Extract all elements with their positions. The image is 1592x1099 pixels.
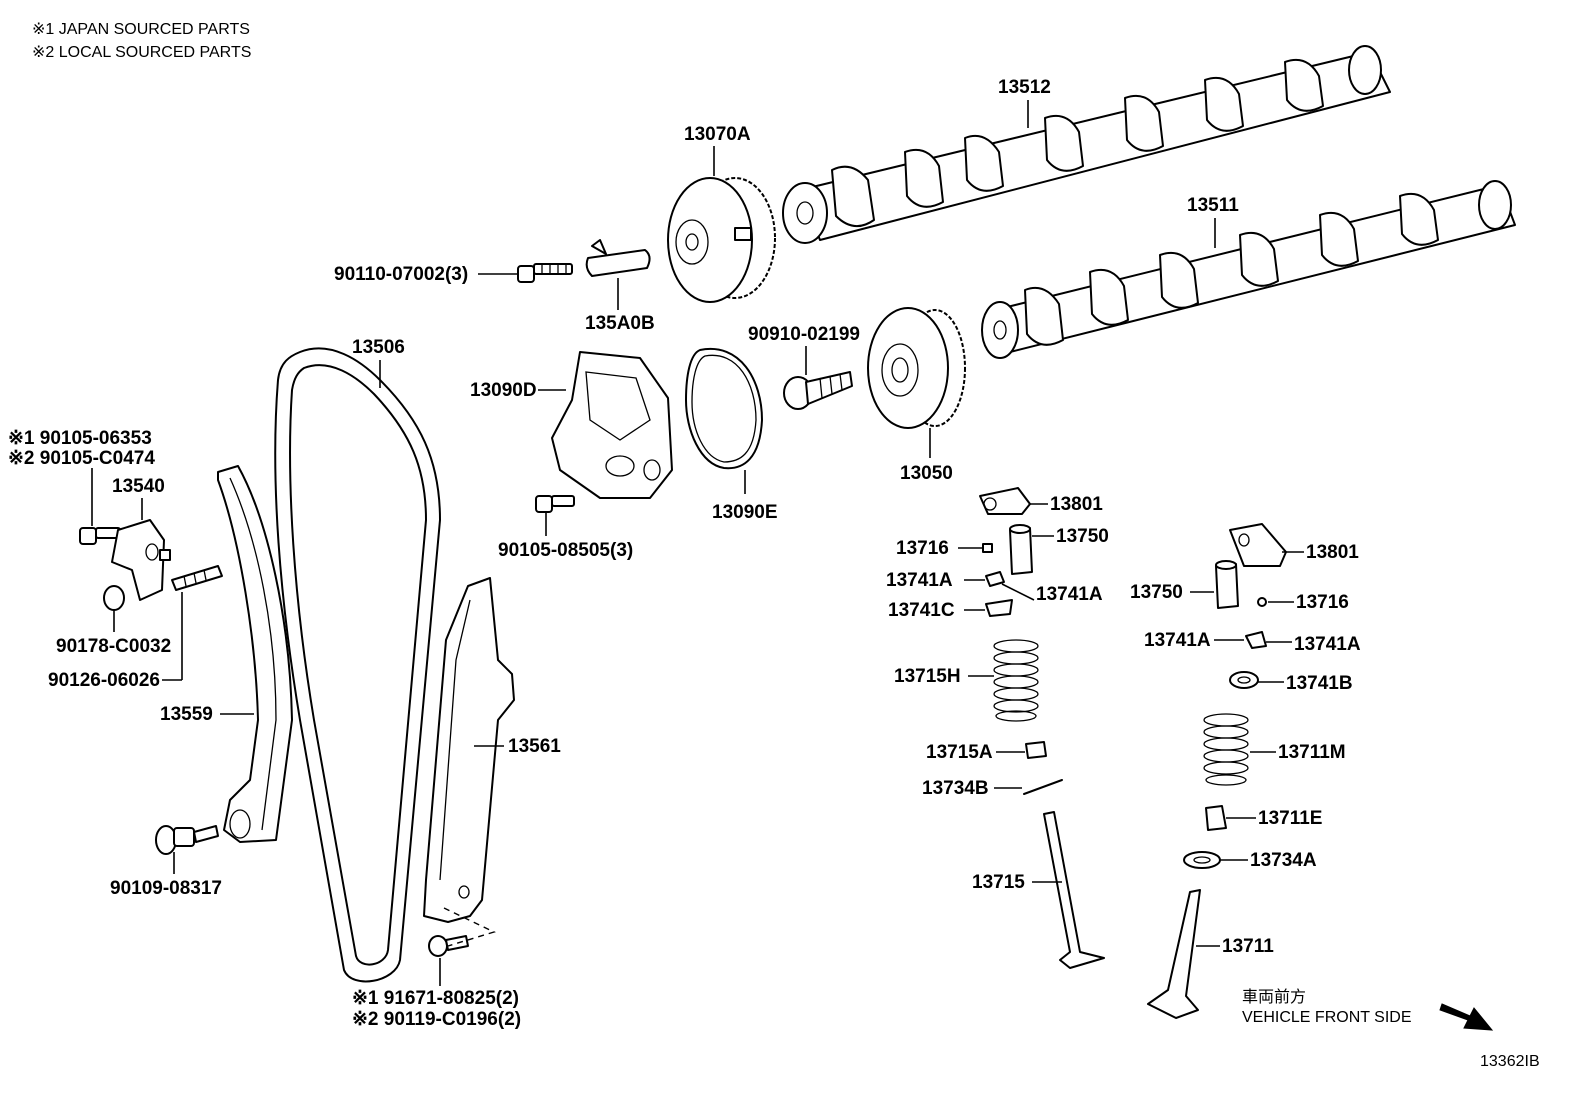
gasket-13090E <box>685 347 763 470</box>
label-13741B: 13741B <box>1286 673 1353 694</box>
label-13561: 13561 <box>508 736 561 757</box>
label-90910-02199: 90910-02199 <box>748 324 860 345</box>
label-13734A: 13734A <box>1250 850 1317 871</box>
bolt-90105-06353 <box>79 527 121 545</box>
bolt-90109-08317 <box>155 825 219 855</box>
vvt-gear-13050 <box>867 307 966 429</box>
camshaft-13512 <box>782 45 1391 244</box>
camshaft-13511 <box>981 180 1516 359</box>
label-90110-07002: 90110-07002(3) <box>334 264 468 285</box>
label-13750-b: 13750 <box>1130 582 1183 603</box>
vehicle-front-jp: 車両前方 <box>1242 988 1306 1006</box>
bolt-90910-02199 <box>783 371 853 410</box>
seal-13715A <box>1025 741 1047 759</box>
label-13711: 13711 <box>1222 936 1274 957</box>
label-13711M: 13711M <box>1278 742 1346 763</box>
chain-guide-13559 <box>217 465 293 843</box>
label-13741A-3: 13741A <box>1144 630 1211 651</box>
timing-chain-13506 <box>274 347 441 983</box>
spring-13711M <box>1203 713 1249 786</box>
seat-13734B <box>1023 779 1063 795</box>
seat-13734A <box>1183 851 1221 869</box>
label-135A0B: 135A0B <box>585 313 655 334</box>
lifter-13750-b <box>1215 560 1239 609</box>
label-13715A: 13715A <box>926 742 993 763</box>
retainer-13741C <box>985 599 1013 617</box>
cover-13090D <box>551 351 673 499</box>
vvt-gear-13070A <box>667 177 776 303</box>
label-13741A-1: 13741A <box>886 570 953 591</box>
label-13734B: 13734B <box>922 778 989 799</box>
label-13716-a: 13716 <box>896 538 949 559</box>
chain-guide-13561 <box>423 577 515 923</box>
dashed-callout <box>443 907 496 947</box>
shim-13716-a <box>982 543 993 553</box>
lifter-13750-a <box>1009 524 1033 575</box>
label-13090E: 13090E <box>712 502 778 523</box>
label-13741A-2: 13741A <box>1036 584 1103 605</box>
keeper-13741A-b <box>1245 631 1267 649</box>
vehicle-front-arrow-icon <box>1439 1003 1494 1031</box>
note-japan-sourced: ※1 JAPAN SOURCED PARTS <box>32 21 250 38</box>
label-13711E: 13711E <box>1258 808 1322 829</box>
spring-13715H <box>993 639 1039 722</box>
label-13540: 13540 <box>112 476 165 497</box>
tensioner-13540 <box>111 519 171 601</box>
label-13716-b: 13716 <box>1296 592 1349 613</box>
label-13559: 13559 <box>160 704 213 725</box>
label-13512: 13512 <box>998 77 1051 98</box>
label-13750-a: 13750 <box>1056 526 1109 547</box>
label-13511: 13511 <box>1187 195 1239 216</box>
stud-90126-06026 <box>171 565 223 591</box>
valve-13711 <box>1147 889 1201 1019</box>
shim-13716-b <box>1257 597 1267 607</box>
keeper-13741A-a <box>985 571 1005 587</box>
label-13715: 13715 <box>972 872 1025 893</box>
nut-90178-C0032 <box>103 585 125 611</box>
label-13070A: 13070A <box>684 124 751 145</box>
label-13715H: 13715H <box>894 666 961 687</box>
label-13090D: 13090D <box>470 380 537 401</box>
label-90119-C0196: ※2 90119-C0196(2) <box>352 1009 521 1030</box>
label-13741C: 13741C <box>888 600 955 621</box>
label-13801-a: 13801 <box>1050 494 1103 515</box>
note-local-sourced: ※2 LOCAL SOURCED PARTS <box>32 44 251 61</box>
vehicle-front-en: VEHICLE FRONT SIDE <box>1242 1009 1412 1026</box>
rocker-13801-a <box>979 487 1031 515</box>
label-90105-08505: 90105-08505(3) <box>498 540 633 561</box>
label-90178-C0032: 90178-C0032 <box>56 636 171 657</box>
label-13741A-4: 13741A <box>1294 634 1361 655</box>
bolt-90105-08505 <box>535 495 575 513</box>
valve-135A0B <box>585 239 651 277</box>
label-90109-08317: 90109-08317 <box>110 878 222 899</box>
bolt-90110-07002 <box>517 263 573 283</box>
retainer-13741B <box>1229 671 1259 689</box>
label-13506: 13506 <box>352 337 405 358</box>
label-13801-b: 13801 <box>1306 542 1359 563</box>
label-90105-06353: ※1 90105-06353 <box>8 428 152 449</box>
label-90105-C0474: ※2 90105-C0474 <box>8 448 155 469</box>
seal-13711E <box>1205 805 1227 831</box>
rocker-13801-b <box>1229 523 1287 567</box>
bolt-91671-80825 <box>428 935 469 957</box>
figure-id: 13362IB <box>1480 1053 1540 1070</box>
valve-13715 <box>1043 811 1105 969</box>
label-91671-80825: ※1 91671-80825(2) <box>352 988 519 1009</box>
label-13050: 13050 <box>900 463 953 484</box>
label-90126-06026: 90126-06026 <box>48 670 160 691</box>
